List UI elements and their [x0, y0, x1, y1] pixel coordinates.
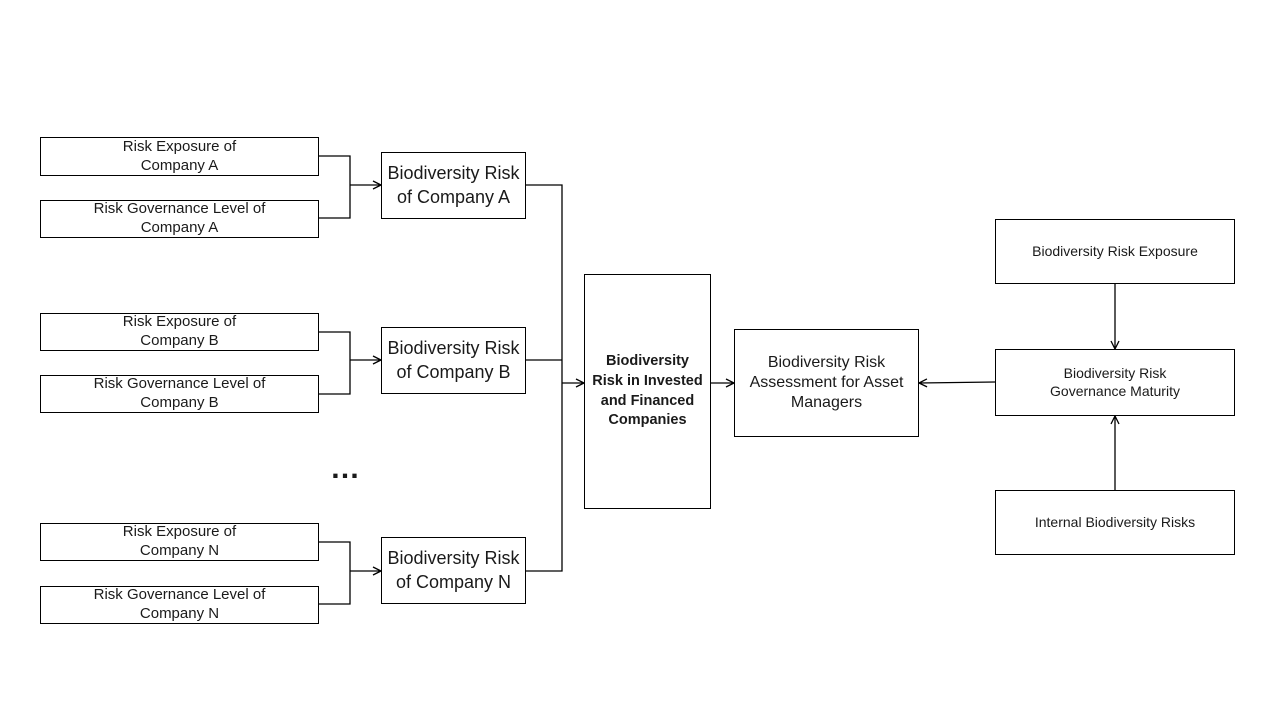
risk-exposure-company-n-box: Risk Exposure of Company N: [40, 523, 319, 561]
biodiversity-risk-exposure-label: Biodiversity Risk Exposure: [1032, 242, 1198, 259]
risk-exposure-company-b-box: Risk Exposure of Company B: [40, 313, 319, 351]
biodiversity-risk-company-n-label: Biodiversity Risk of Company N: [387, 548, 520, 592]
risk-governance-company-a-box: Risk Governance Level of Company A: [40, 200, 319, 238]
connector-risk-a: [526, 184, 563, 572]
governance-maturity-label: Biodiversity Risk Governance Maturity: [1050, 365, 1180, 399]
risk-governance-company-n-label: Risk Governance Level of Company N: [93, 586, 266, 622]
arrow-maturity-to-assessment: [919, 382, 996, 383]
asset-manager-assessment-label: Biodiversity Risk Assessment for Asset M…: [749, 354, 904, 411]
risk-exposure-company-n-label: Risk Exposure of Company N: [122, 523, 237, 559]
biodiversity-risk-company-a-box: Biodiversity Risk of Company A: [381, 152, 526, 219]
risk-governance-company-b-box: Risk Governance Level of Company B: [40, 375, 319, 413]
risk-exposure-company-a-box: Risk Exposure of Company A: [40, 137, 319, 176]
risk-exposure-company-b-label: Risk Exposure of Company B: [122, 313, 237, 349]
risk-exposure-company-a-label: Risk Exposure of Company A: [122, 137, 237, 174]
internal-biodiversity-risks-label: Internal Biodiversity Risks: [1034, 513, 1196, 530]
asset-manager-assessment-box: Biodiversity Risk Assessment for Asset M…: [734, 329, 919, 437]
invested-companies-risk-label: Biodiversity Risk in Invested and Financ…: [592, 353, 703, 429]
invested-companies-risk-box: Biodiversity Risk in Invested and Financ…: [584, 274, 711, 509]
biodiversity-risk-company-b-box: Biodiversity Risk of Company B: [381, 327, 526, 394]
risk-governance-company-n-box: Risk Governance Level of Company N: [40, 586, 319, 624]
risk-governance-company-b-label: Risk Governance Level of Company B: [93, 375, 266, 411]
biodiversity-risk-company-a-label: Biodiversity Risk of Company A: [387, 163, 520, 207]
internal-biodiversity-risks-box: Internal Biodiversity Risks: [995, 490, 1235, 555]
biodiversity-risk-company-b-label: Biodiversity Risk of Company B: [387, 338, 520, 382]
risk-governance-company-a-label: Risk Governance Level of Company A: [93, 200, 266, 236]
connector-exposure-b: [319, 331, 351, 395]
governance-maturity-box: Biodiversity Risk Governance Maturity: [995, 349, 1235, 416]
biodiversity-risk-exposure-box: Biodiversity Risk Exposure: [995, 219, 1235, 284]
ellipsis: …: [330, 452, 362, 485]
connector-exposure-a: [319, 155, 351, 219]
connector-exposure-n: [319, 541, 351, 605]
biodiversity-risk-company-n-box: Biodiversity Risk of Company N: [381, 537, 526, 604]
